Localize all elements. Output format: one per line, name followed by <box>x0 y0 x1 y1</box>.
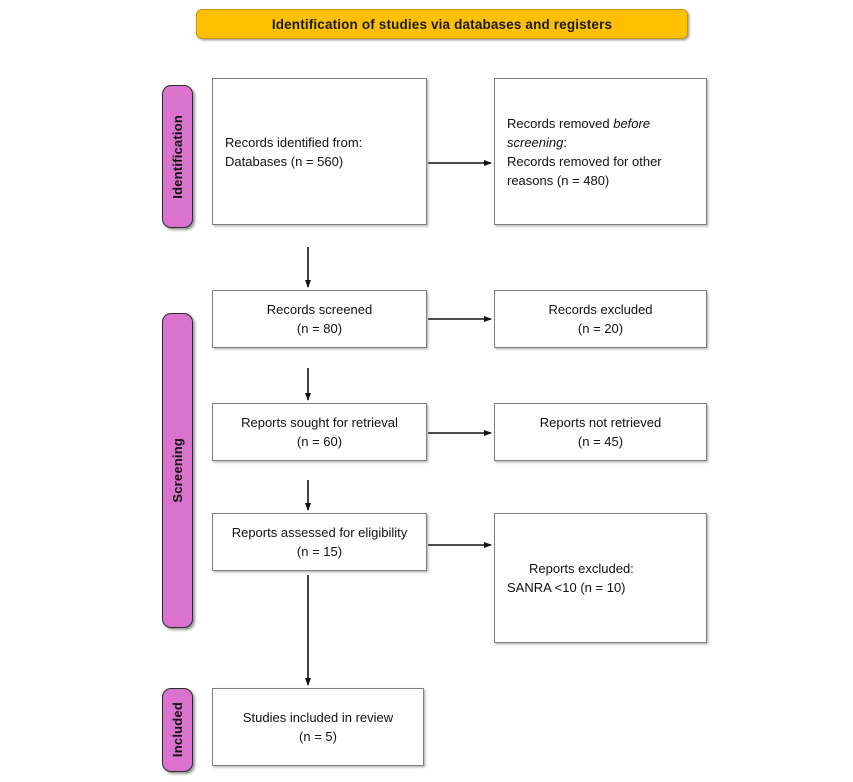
box-records-screened: Records screened (n = 80) <box>212 290 427 348</box>
box-records-identified-line2: Databases (n = 560) <box>225 153 344 169</box>
box-reports-not-retrieved: Reports not retrieved (n = 45) <box>494 403 707 461</box>
box-reports-excluded: Reports excluded: SANRA <10 (n = 10) <box>494 513 707 643</box>
box-reports-assessed-line1: Reports assessed for eligibility <box>231 525 408 540</box>
box-records-identified: Records identified from: Databases (n = … <box>212 78 427 225</box>
phase-label-screening: Screening <box>170 438 185 503</box>
box-reports-sought-for-retrieval: Reports sought for retrieval (n = 60) <box>212 403 427 461</box>
removed-prefix: Records removed <box>507 115 614 131</box>
diagram-header-banner: Identification of studies via databases … <box>196 9 688 39</box>
removed-italic-screening: screening <box>507 134 564 150</box>
box-reports-assessed-for-eligibility: Reports assessed for eligibility (n = 15… <box>212 513 427 571</box>
diagram-title: Identification of studies via databases … <box>271 16 613 32</box>
box-studies-included-line2: (n = 5) <box>299 729 337 744</box>
box-records-excluded: Records excluded (n = 20) <box>494 290 707 348</box>
phase-bar-included: Included <box>162 688 193 772</box>
removed-italic-before: before <box>613 115 651 131</box>
box-reports-not-retrieved-line2: (n = 45) <box>577 434 624 449</box>
phase-label-included: Included <box>170 702 185 758</box>
removed-colon: : <box>563 134 567 150</box>
box-records-removed-line2: screening: <box>507 133 694 152</box>
box-records-screened-line1: Records screened <box>266 302 373 317</box>
box-records-removed-before-screening: Records removed before screening: Record… <box>494 78 707 225</box>
box-records-removed-line3: Records removed for other <box>507 153 662 169</box>
box-records-screened-line2: (n = 80) <box>296 321 343 336</box>
box-reports-sought-line2: (n = 60) <box>296 434 343 449</box>
box-records-removed-line1: Records removed before <box>507 114 694 133</box>
box-reports-excluded-line1: Reports excluded: <box>529 561 634 576</box>
phase-bar-identification: Identification <box>162 85 193 228</box>
box-records-removed-line4: reasons (n = 480) <box>507 172 610 188</box>
phase-label-identification: Identification <box>170 114 185 199</box>
box-reports-excluded-line2: SANRA <10 (n = 10) <box>507 580 626 595</box>
box-reports-sought-line1: Reports sought for retrieval <box>241 415 398 430</box>
box-reports-assessed-line2: (n = 15) <box>296 544 343 559</box>
box-records-identified-line1: Records identified from: <box>225 134 363 150</box>
box-studies-included-in-review: Studies included in review (n = 5) <box>212 688 424 766</box>
phase-bar-screening: Screening <box>162 313 193 628</box>
box-records-excluded-line2: (n = 20) <box>577 321 624 336</box>
box-studies-included-line1: Studies included in review <box>242 710 394 725</box>
box-records-excluded-line1: Records excluded <box>548 302 653 317</box>
box-reports-not-retrieved-line1: Reports not retrieved <box>539 415 662 430</box>
